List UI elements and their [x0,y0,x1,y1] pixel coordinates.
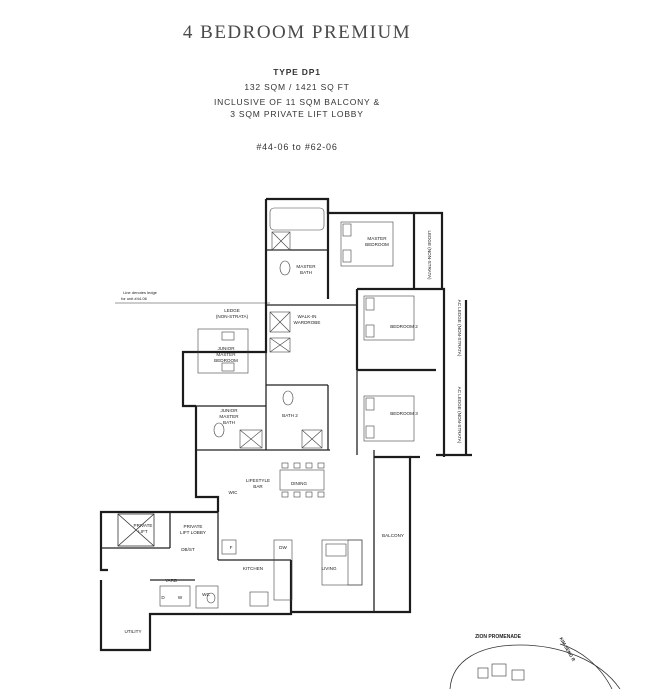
label-lifestyle-2: BAR [253,484,263,489]
interior-walls [101,249,375,612]
label-master-bedroom-2: BEDROOM [365,242,389,247]
label-junior-bath-1: JUNIOR [220,408,238,413]
unit-range: #44-06 to #62-06 [256,142,338,152]
room-labels: MASTER BEDROOM MASTER BATH WALK-IN WARDR… [124,230,462,634]
label-yard: YARD [165,578,178,583]
unit-area: 132 SQM / 1421 SQ FT [244,82,350,92]
label-balcony: BALCONY [382,533,404,538]
ledge-note-line1: Line denotes ledge [123,290,158,295]
bed-icon [197,221,415,442]
label-living: LIVING [321,566,336,571]
label-walkin-2: WARDROBE [294,320,321,325]
label-d: D [161,595,165,600]
dining-table-icon [279,462,325,498]
label-walkin-1: WALK-IN [298,314,317,319]
site-key-plan: ZION PROMENADE KIM SENG R [449,634,621,689]
label-wic: WIC [229,490,239,495]
label-master-bedroom-1: MASTER [367,236,387,241]
label-bedroom-2: BEDROOM 2 [390,324,418,329]
label-ledge-2: (NON-STRATA) [216,314,249,319]
inclusive-note-line1: INCLUSIVE OF 11 SQM BALCONY & [213,97,380,107]
label-dw: DW [279,545,287,550]
label-lift-lobby-1: PRIVATE [184,524,203,529]
ledge-note-line2: for unit #44-06 [121,296,148,301]
plan-title: 4 BEDROOM PREMIUM [182,22,412,43]
label-junior-1: JUNIOR [217,346,235,351]
label-bath-2: BATH 2 [282,413,298,418]
label-dbst: DB/ST [181,547,195,552]
label-junior-bath-2: MASTER [219,414,239,419]
label-lifestyle-1: LIFESTYLE [246,478,270,483]
label-junior-3: BEDROOM [214,358,238,363]
label-lift-lobby-2: LIFT LOBBY [180,530,206,535]
label-kitchen: KITCHEN [243,566,263,571]
label-dining: DINING [291,481,308,486]
exterior-walls [99,197,472,652]
toilet-icon [206,260,294,604]
label-junior-bath-3: BATH [223,420,235,425]
inclusive-note-line2: 3 SQM PRIVATE LIFT LOBBY [230,109,364,119]
label-ac-ledge-1: AC LEDGE (NON-STRATA) [457,300,462,357]
sofa-icon [321,539,363,586]
label-ledge-right: LEDGE (NON-STRATA) [427,230,432,280]
label-private-lift-2: LIFT [138,529,148,534]
label-ac-ledge-2: AC LEDGE (NON-STRATA) [457,387,462,444]
label-bedroom-3: BEDROOM 3 [390,411,418,416]
label-junior-2: MASTER [216,352,236,357]
label-master-bath-2: BATH [300,270,312,275]
label-utility: UTILITY [124,629,141,634]
label-master-bath-1: MASTER [296,264,316,269]
road-label-zion: ZION PROMENADE [475,634,522,640]
label-wc: WC [202,592,210,597]
label-fridge: F [230,545,233,550]
lift-icon [117,513,155,547]
label-w: W [178,595,183,600]
kitchen-counter [159,539,293,609]
bathtub-icon [239,207,325,449]
unit-type: TYPE DP1 [273,67,321,77]
label-ledge-1: LEDGE [224,308,240,313]
label-private-lift-1: PRIVATE [134,523,153,528]
